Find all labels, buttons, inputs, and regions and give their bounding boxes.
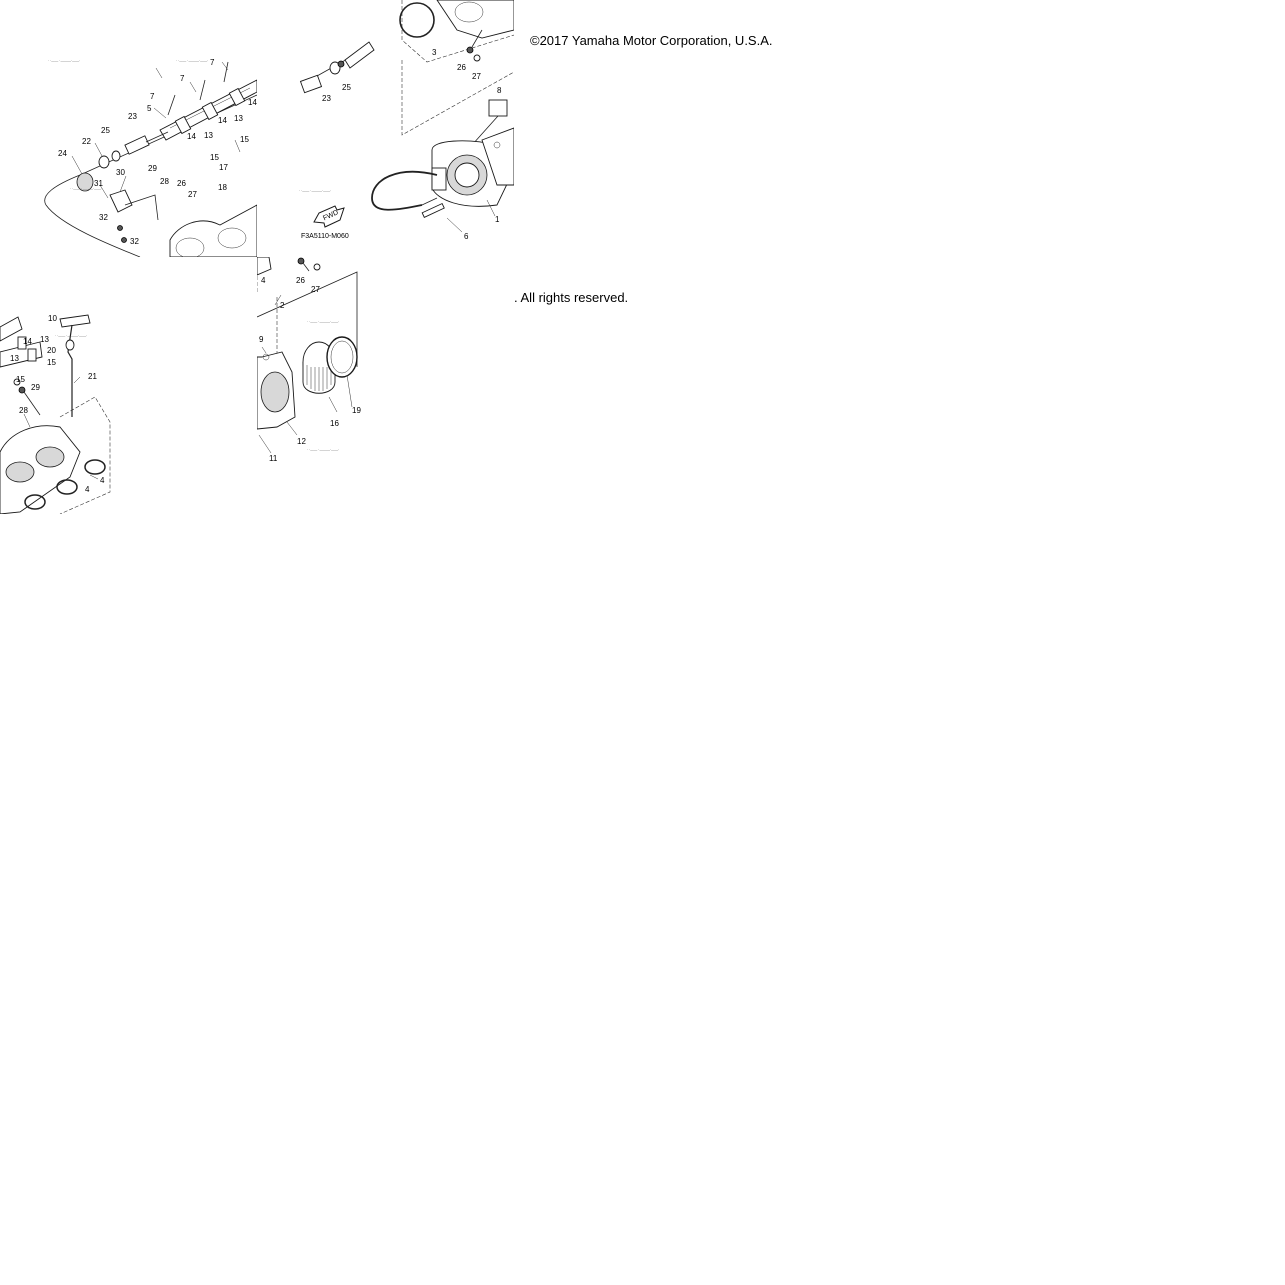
diagram-tile-bottom-left: · ·—— ·———·——· 10 14 13 20 13 15 21 15 2… (0, 257, 257, 514)
callout-label: 13 (204, 131, 213, 140)
callout-label: 1 (495, 215, 500, 224)
diagram-code: F3A5110-M060 (301, 233, 349, 240)
callout-label: 8 (497, 86, 502, 95)
callout-label: 2 (280, 301, 285, 310)
callout-label: 14 (218, 116, 227, 125)
callout-label: 7 (150, 92, 155, 101)
copyright-notice: ©2017 Yamaha Motor Corporation, U.S.A. (530, 33, 773, 48)
callout-label: 6 (464, 232, 469, 241)
callout-label: 28 (160, 177, 169, 186)
callout-label: 15 (16, 375, 25, 384)
forward-arrow-icon: FWD (313, 205, 345, 228)
diagram-tile-top-right: FWD · ·—— ·———·——· F3A5110-M060 3 23 25 … (257, 0, 514, 257)
callout-label: 20 (47, 346, 56, 355)
callout-label: 3 (432, 48, 437, 57)
callout-label: 26 (457, 63, 466, 72)
callout-label: 32 (99, 213, 108, 222)
callout-label: 12 (297, 437, 306, 446)
callout-label: 22 (82, 137, 91, 146)
callout-label: 7 (180, 74, 185, 83)
callout-label: 18 (218, 183, 227, 192)
diagram-tile-top-left: · ·—— ·———·——· · ·—— ·———·——· · ·—— ·———… (0, 0, 257, 257)
watermark-label: · ·—— ·———·——· (55, 334, 87, 338)
callout-label: 4 (100, 476, 105, 485)
callout-label: 30 (116, 168, 125, 177)
callout-label: 14 (187, 132, 196, 141)
callout-label: 26 (296, 276, 305, 285)
callout-label: 19 (352, 406, 361, 415)
callout-label: 25 (101, 126, 110, 135)
callout-label: 7 (210, 58, 215, 67)
rights-reserved-notice: . All rights reserved. (514, 290, 629, 305)
throttle-body-diagram-top-right: FWD · ·—— ·———·——· F3A5110-M060 3 23 25 … (299, 0, 514, 241)
callout-label: 29 (31, 383, 40, 392)
watermark-label: · ·—— ·———·——· (176, 59, 208, 63)
callout-label: 25 (342, 83, 351, 92)
watermark-label: · ·—— ·———·——· (299, 189, 331, 193)
callout-label: 16 (330, 419, 339, 428)
callout-label: 26 (177, 179, 186, 188)
callout-label: 11 (269, 454, 278, 463)
callout-label: 27 (188, 190, 197, 199)
throttle-body-diagram-top-left: · ·—— ·———·——· · ·—— ·———·——· · ·—— ·———… (44, 58, 257, 257)
callout-label: 24 (58, 149, 67, 158)
callout-label: 15 (47, 358, 56, 367)
watermark-label: · ·—— ·———·——· (48, 59, 80, 63)
callout-label: 23 (128, 112, 137, 121)
throttle-body-diagram-bottom-right: · ·—— ·———·——· · ·—— ·———·——· 4 26 27 2 … (257, 257, 361, 463)
watermark-label: · ·—— ·———·——· (70, 187, 102, 191)
callout-label: 27 (311, 285, 320, 294)
callout-label: 10 (48, 314, 57, 323)
callout-label: 27 (472, 72, 481, 81)
callout-label: 17 (219, 163, 228, 172)
watermark-label: · ·—— ·———·——· (307, 320, 339, 324)
callout-label: 9 (259, 335, 264, 344)
callout-label: 4 (85, 485, 90, 494)
callout-label: 14 (248, 98, 257, 107)
callout-label: 23 (322, 94, 331, 103)
callout-label: 14 (23, 337, 32, 346)
callout-label: 29 (148, 164, 157, 173)
callout-label: 5 (147, 104, 152, 113)
diagram-tile-bottom-right: · ·—— ·———·——· · ·—— ·———·——· 4 26 27 2 … (257, 257, 514, 514)
callout-label: 15 (240, 135, 249, 144)
callout-label: 13 (40, 335, 49, 344)
watermark-label: · ·—— ·———·——· (307, 448, 339, 452)
callout-label: 32 (130, 237, 139, 246)
callout-label: 13 (10, 354, 19, 363)
throttle-body-diagram-bottom-left: · ·—— ·———·——· 10 14 13 20 13 15 21 15 2… (0, 314, 111, 514)
callout-label: 13 (234, 114, 243, 123)
callout-label: 4 (261, 276, 266, 285)
callout-label: 21 (88, 372, 97, 381)
callout-label: 15 (210, 153, 219, 162)
callout-label: 28 (19, 406, 28, 415)
callout-label: 31 (94, 179, 103, 188)
